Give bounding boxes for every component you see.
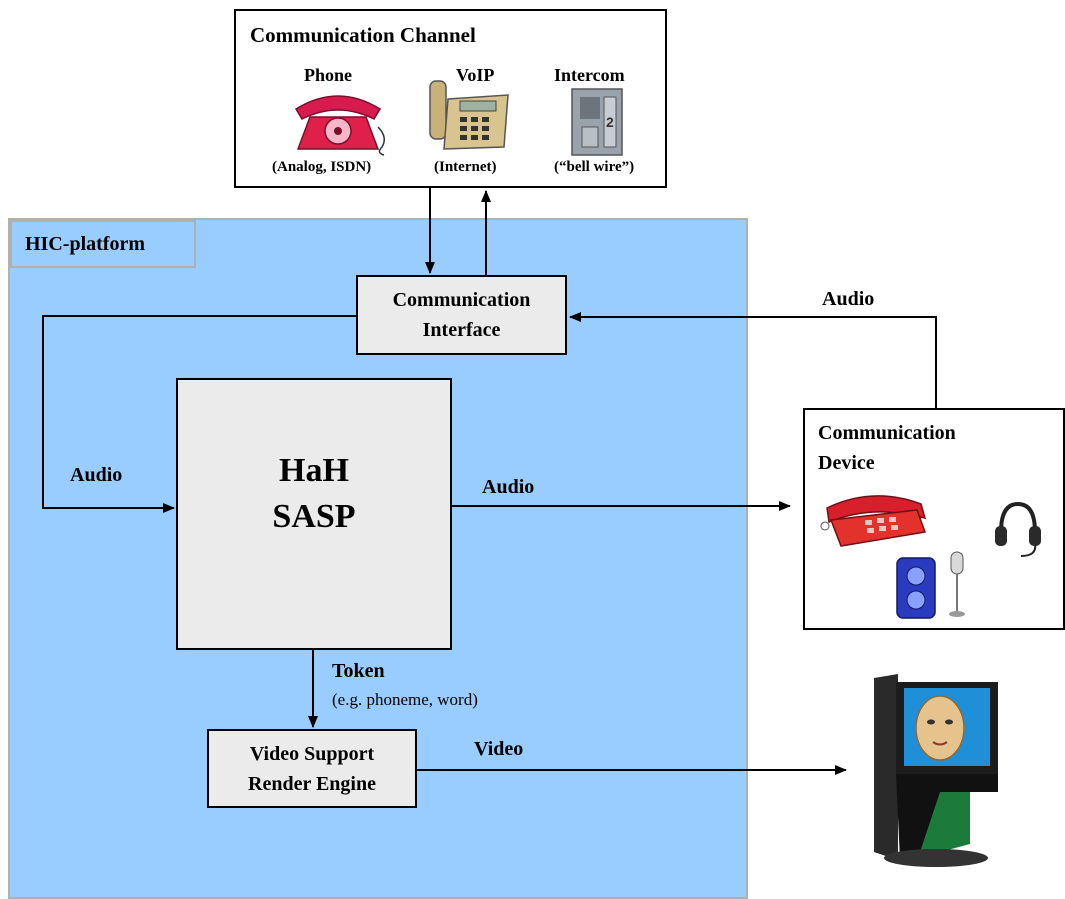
- intercom-label: Intercom: [554, 65, 625, 85]
- communication-interface-box: Communication Interface: [356, 275, 567, 355]
- video-render-engine-box: Video Support Render Engine: [207, 729, 417, 808]
- headset-icon: [995, 501, 1041, 557]
- voip-phone-icon: [429, 80, 509, 150]
- hah-sasp-box: HaH SASP: [176, 378, 452, 650]
- video-label: Video: [474, 738, 524, 760]
- video-engine-line1: Video Support: [249, 742, 375, 765]
- intercom-sublabel: (“bell wire”): [554, 159, 635, 175]
- intercom-icon: 2: [571, 88, 623, 156]
- microphone-icon: [949, 551, 965, 617]
- device-title-line2: Device: [818, 452, 875, 474]
- sasp-line2: SASP: [272, 498, 356, 535]
- communication-interface-line1: Communication: [392, 289, 531, 311]
- communication-channel-box: Communication Channel Phone (Analog, ISD…: [234, 9, 667, 188]
- video-engine-line2: Render Engine: [248, 772, 376, 795]
- desk-phone-icon: [820, 495, 927, 547]
- hic-platform-label: HIC-platform: [10, 220, 196, 268]
- arrow-interface-to-sasp: [42, 315, 356, 513]
- phone-sublabel: (Analog, ISDN): [272, 159, 372, 175]
- arrow-device-to-interface: [569, 312, 937, 408]
- voip-label: VoIP: [456, 65, 495, 85]
- token-sublabel: (e.g. phoneme, word): [332, 690, 478, 709]
- audio-label-top: Audio: [822, 288, 875, 310]
- audio-label-left: Audio: [70, 464, 123, 486]
- voip-sublabel: (Internet): [434, 159, 497, 175]
- svg-text:2: 2: [606, 114, 614, 130]
- sasp-line1: HaH: [279, 452, 349, 489]
- speaker-icon: [896, 557, 936, 619]
- audio-label-right: Audio: [482, 476, 535, 498]
- communication-device-box: Communication Device: [803, 408, 1065, 630]
- channel-title: Communication Channel: [250, 23, 476, 47]
- communication-interface-line2: Interface: [422, 319, 501, 341]
- rotary-phone-icon: [294, 95, 385, 156]
- phone-label: Phone: [304, 65, 353, 85]
- device-title-line1: Communication: [818, 422, 956, 444]
- avatar-monitor-icon: [874, 674, 998, 867]
- token-label: Token: [332, 660, 385, 682]
